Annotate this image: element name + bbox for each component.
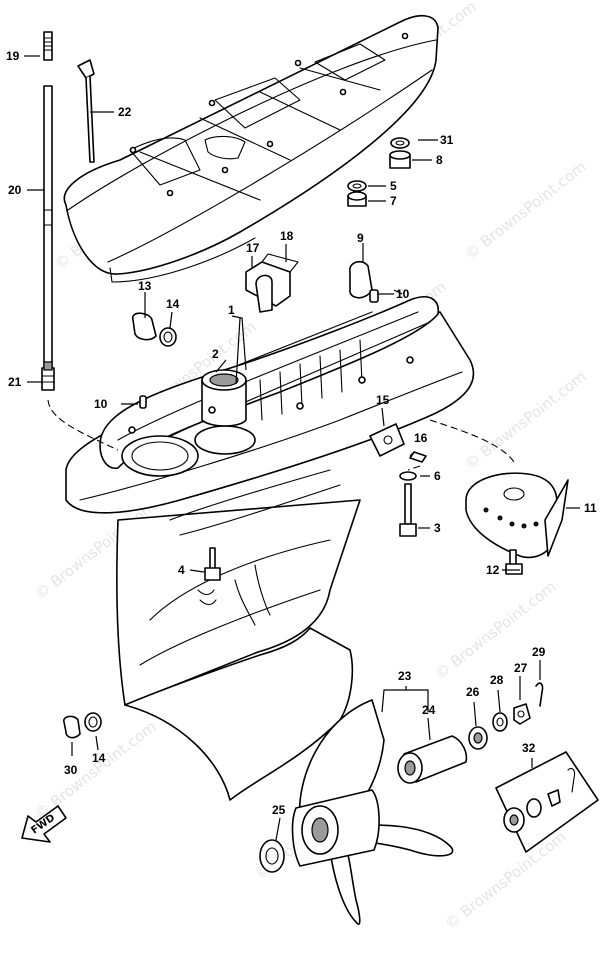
watermark-text: © BrownsPoint.com: [461, 367, 589, 473]
callout-14-lower: 14: [92, 751, 106, 765]
callout-labels: 19 22 20 21 31 8 5 7 9 10 10 13 14 17 18…: [6, 49, 597, 817]
callout-7: 7: [390, 194, 397, 208]
callout-16: 16: [414, 431, 428, 445]
callout-1: 1: [228, 303, 235, 317]
trim-tab-mount: [369, 423, 427, 463]
drain-plug: [132, 312, 177, 347]
callout-10-upper: 10: [396, 287, 410, 301]
callout-15: 15: [376, 393, 390, 407]
callout-28: 28: [490, 673, 504, 687]
callout-29: 29: [532, 645, 546, 659]
mounting-bolt: [399, 471, 417, 537]
propeller: [291, 699, 454, 925]
callout-25: 25: [272, 803, 286, 817]
thrust-washer: [259, 839, 285, 873]
leader-lines: [24, 55, 580, 841]
callout-22: 22: [118, 105, 132, 119]
callout-20: 20: [8, 183, 22, 197]
callout-10-lower: 10: [94, 397, 108, 411]
prop-nut-set: [468, 682, 544, 750]
watermark-text: © BrownsPoint.com: [461, 157, 589, 263]
callout-8: 8: [436, 153, 443, 167]
callout-21: 21: [8, 375, 22, 389]
callout-32: 32: [522, 741, 536, 755]
plug-grommet: [139, 260, 379, 409]
callout-13: 13: [138, 279, 152, 293]
callout-12: 12: [486, 563, 500, 577]
callout-6: 6: [434, 469, 441, 483]
callout-9: 9: [357, 231, 364, 245]
prop-kit-box: [495, 751, 599, 853]
callout-31: 31: [440, 133, 454, 147]
clip-pin: [77, 59, 95, 163]
upper-cover: [63, 15, 439, 283]
callout-2: 2: [212, 347, 219, 361]
callout-5: 5: [390, 179, 397, 193]
callout-27: 27: [514, 661, 528, 675]
bolt-4: [204, 547, 221, 581]
callout-14-upper: 14: [166, 297, 180, 311]
drive-shaft: [41, 31, 55, 391]
watermark-text: © BrownsPoint.com: [441, 827, 569, 933]
callout-18: 18: [280, 229, 294, 243]
callout-4: 4: [178, 563, 185, 577]
callout-23: 23: [398, 669, 412, 683]
callout-17: 17: [246, 241, 260, 255]
trim-tab-anode: [465, 472, 569, 575]
clamp-bracket: [245, 253, 299, 313]
prop-bushing: [397, 735, 468, 784]
callout-30: 30: [64, 763, 78, 777]
callout-26: 26: [466, 685, 480, 699]
lower-drain: [63, 712, 102, 739]
washers-nuts: [347, 137, 411, 207]
callout-3: 3: [434, 521, 441, 535]
watermark-text: © BrownsPoint.com: [31, 717, 159, 823]
callout-19: 19: [6, 49, 20, 63]
callout-11: 11: [584, 501, 597, 515]
callout-24: 24: [422, 703, 436, 717]
gearcase-body: [65, 296, 475, 801]
